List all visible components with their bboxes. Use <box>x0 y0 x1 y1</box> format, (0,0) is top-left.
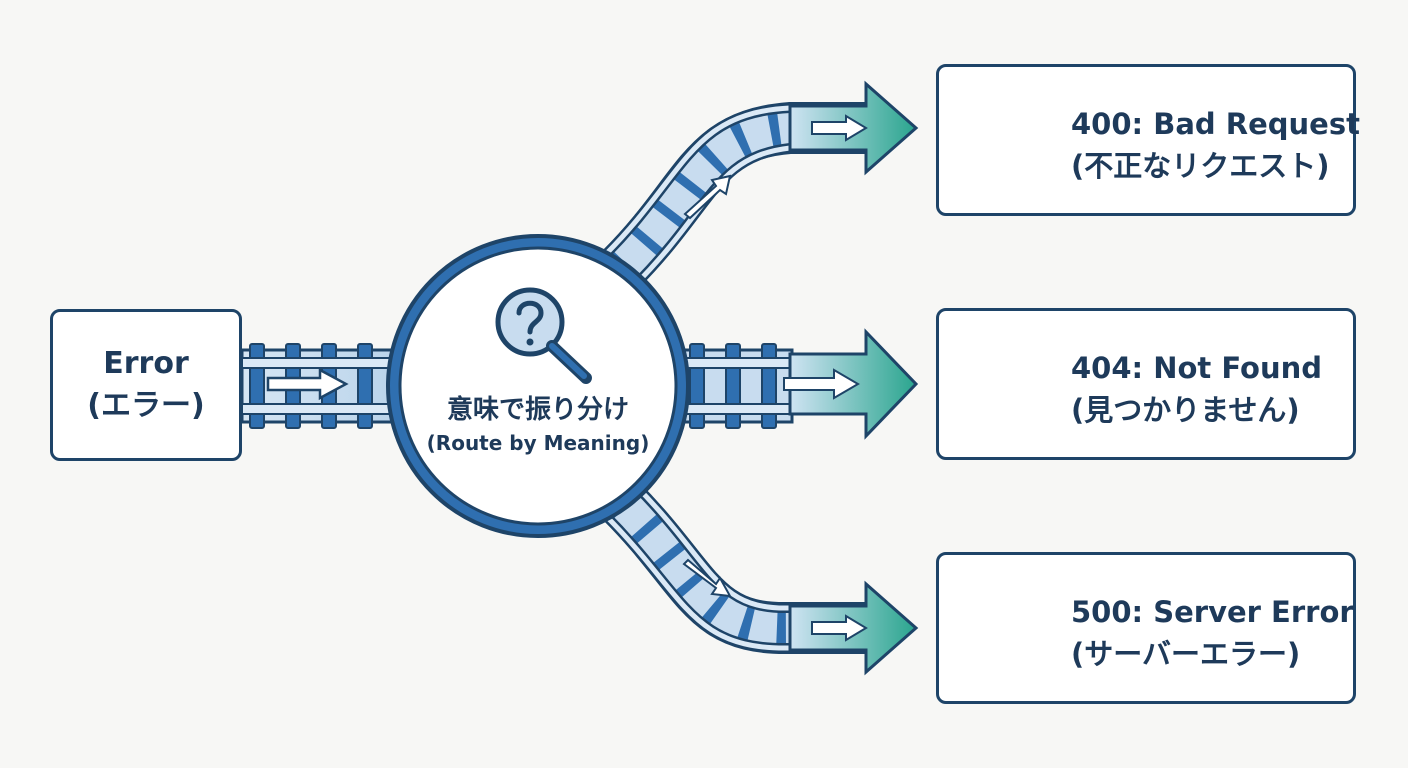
output-box-404: 404: Not Found (見つかりません) <box>936 308 1356 460</box>
input-track <box>240 343 404 429</box>
output-box-500: 500: Server Error (サーバーエラー) <box>936 552 1356 704</box>
output-box-400: 400: Bad Request (不正なリクエスト) <box>936 64 1360 216</box>
input-label: Error <box>103 346 189 381</box>
lower-branch-track <box>601 480 919 676</box>
output-400-title: 400: Bad Request <box>1071 107 1360 141</box>
hub-label-jp: 意味で振り分け <box>446 395 629 425</box>
upper-branch-track <box>601 80 919 290</box>
output-500-subtitle: (サーバーエラー) <box>1071 637 1301 671</box>
output-500-title: 500: Server Error <box>1071 595 1354 629</box>
output-500-label: 500: Server Error (サーバーエラー) <box>1071 591 1354 675</box>
input-sublabel: (エラー) <box>87 388 205 423</box>
output-404-subtitle: (見つかりません) <box>1071 393 1300 427</box>
output-400-label: 400: Bad Request (不正なリクエスト) <box>1071 103 1360 187</box>
output-404-label: 404: Not Found (見つかりません) <box>1071 347 1322 431</box>
hub-label: 意味で振り分け (Route by Meaning) <box>403 392 673 458</box>
hub-circle <box>386 234 690 538</box>
middle-track <box>670 328 919 440</box>
hub-label-en: (Route by Meaning) <box>426 431 650 455</box>
output-404-title: 404: Not Found <box>1071 351 1322 385</box>
output-400-subtitle: (不正なリクエスト) <box>1071 149 1330 183</box>
input-arrow <box>266 367 349 401</box>
input-error-box: Error (エラー) <box>50 309 242 461</box>
magnifier-question-icon <box>495 287 592 384</box>
